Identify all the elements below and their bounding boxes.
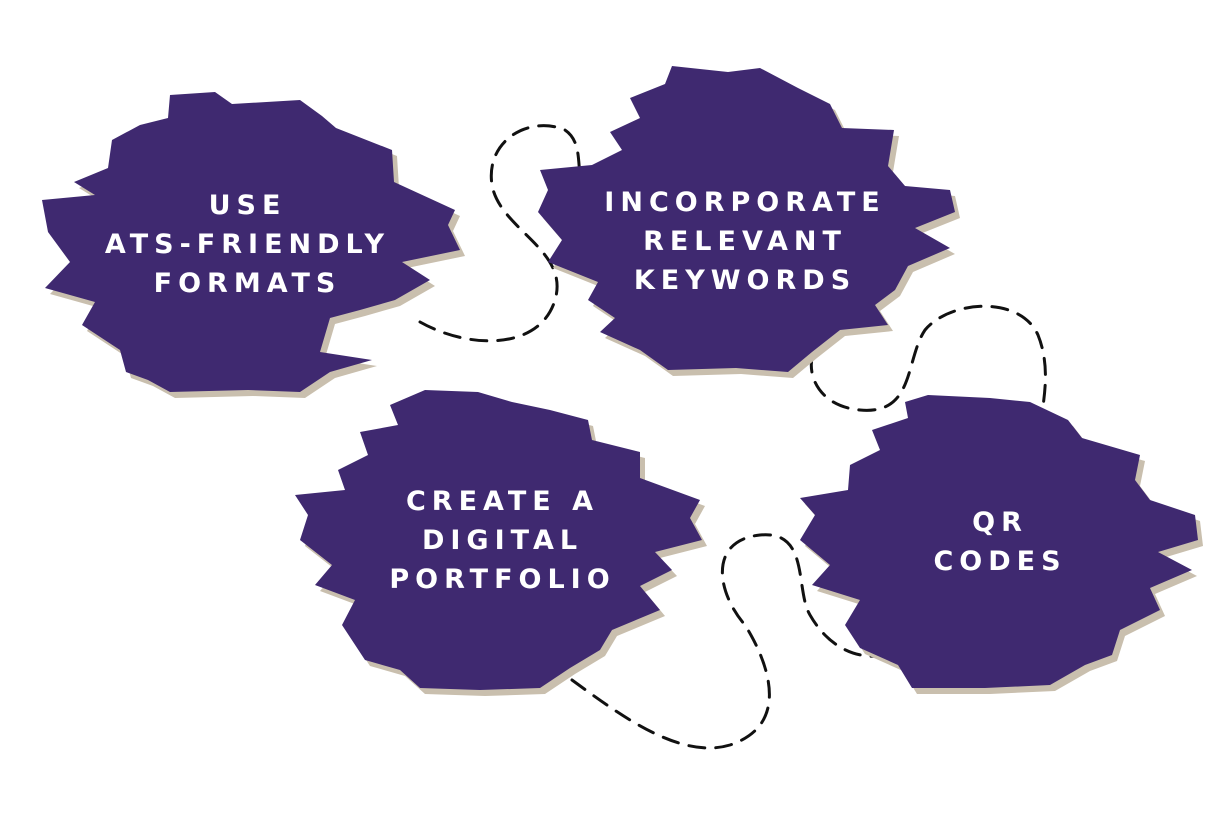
tip-portfolio-label: CREATE A DIGITAL PORTFOLIO: [370, 482, 635, 599]
blob-keywords: [538, 66, 960, 378]
tip-qr-line-1: QR: [972, 507, 1028, 538]
connector-portfolio-to-qr: [570, 533, 887, 750]
tip-ats-label: USE ATS-FRIENDLY FORMATS: [95, 186, 400, 303]
connector-ats-to-keywords: [418, 124, 582, 343]
tip-keywords-label: INCORPORATE RELEVANT KEYWORDS: [595, 183, 895, 300]
blob-qr: [800, 395, 1203, 694]
tip-keywords-line-1: INCORPORATE: [604, 187, 886, 218]
tip-portfolio-line-2: DIGITAL: [421, 525, 584, 556]
tip-qr-label: QR CODES: [895, 503, 1105, 581]
connectors: [418, 124, 1047, 750]
connector-keywords-to-qr: [809, 304, 1047, 427]
blob-ats: [42, 92, 465, 398]
tip-keywords-line-3: KEYWORDS: [633, 265, 857, 296]
tip-ats-line-3: FORMATS: [153, 268, 342, 299]
blob-portfolio: [295, 390, 707, 696]
tip-portfolio-line-1: CREATE A: [405, 486, 599, 517]
tip-keywords-line-2: RELEVANT: [643, 226, 847, 257]
tip-ats-line-2: ATS-FRIENDLY: [104, 229, 391, 260]
tip-qr-line-2: CODES: [933, 546, 1067, 577]
tip-ats-line-1: USE: [208, 190, 287, 221]
tip-portfolio-line-3: PORTFOLIO: [389, 564, 616, 595]
